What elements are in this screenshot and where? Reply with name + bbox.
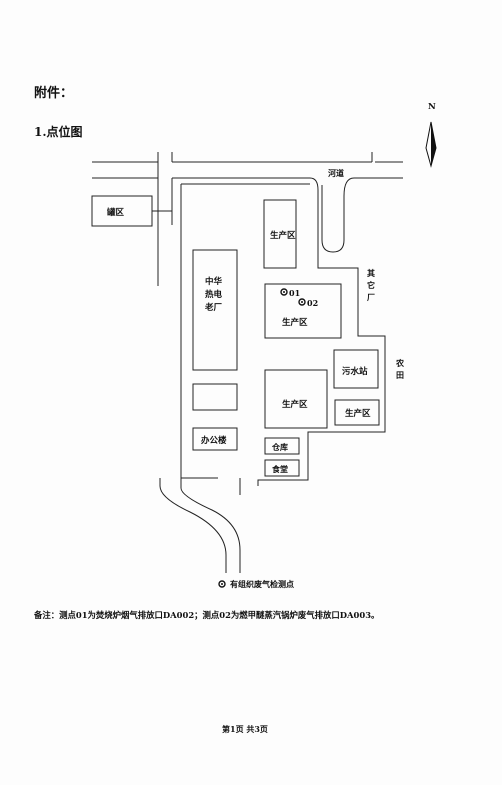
monitoring-point-02-icon <box>298 298 306 306</box>
north-arrow-icon <box>425 121 437 168</box>
point-01-label: 01 <box>289 288 300 298</box>
production-area-1-label: 生产区 <box>270 230 296 241</box>
point-02-label: 02 <box>307 298 318 308</box>
legend-label: 有组织废气检测点 <box>230 579 294 589</box>
legend-point-icon <box>218 580 226 588</box>
farmland-label-2: 田 <box>396 370 404 380</box>
sewage-station-label: 污水站 <box>342 366 368 377</box>
production-area-4-label: 生产区 <box>345 408 371 419</box>
warehouse-label: 仓库 <box>271 442 288 452</box>
attachment-heading: 附件： <box>34 86 74 101</box>
old-plant-label-1: 中华 <box>205 276 223 287</box>
old-plant-label-3: 老厂 <box>204 302 223 313</box>
production-area-2-label: 生产区 <box>282 317 308 328</box>
office-building-label: 办公楼 <box>201 435 227 446</box>
tank-area-label: 罐区 <box>106 207 125 218</box>
footnote: 备注：测点01为焚烧炉烟气排放口DA002；测点02为燃甲醚蒸汽锅炉废气排放口D… <box>34 610 380 620</box>
other-factory-label-3: 厂 <box>367 292 375 302</box>
page-footer: 第1页 共3页 <box>222 724 268 734</box>
other-factory-label-1: 其 <box>367 268 375 278</box>
section-title: 1.点位图 <box>34 125 83 139</box>
old-plant-label-2: 热电 <box>205 289 223 300</box>
north-label: N <box>428 102 436 112</box>
other-factory-label-2: 它 <box>367 280 375 290</box>
river-road-label: 河道 <box>328 168 344 178</box>
monitoring-point-01-icon <box>280 288 288 296</box>
production-area-3-label: 生产区 <box>282 399 308 410</box>
farmland-label-1: 农 <box>395 358 404 368</box>
canteen-label: 食堂 <box>272 464 288 474</box>
